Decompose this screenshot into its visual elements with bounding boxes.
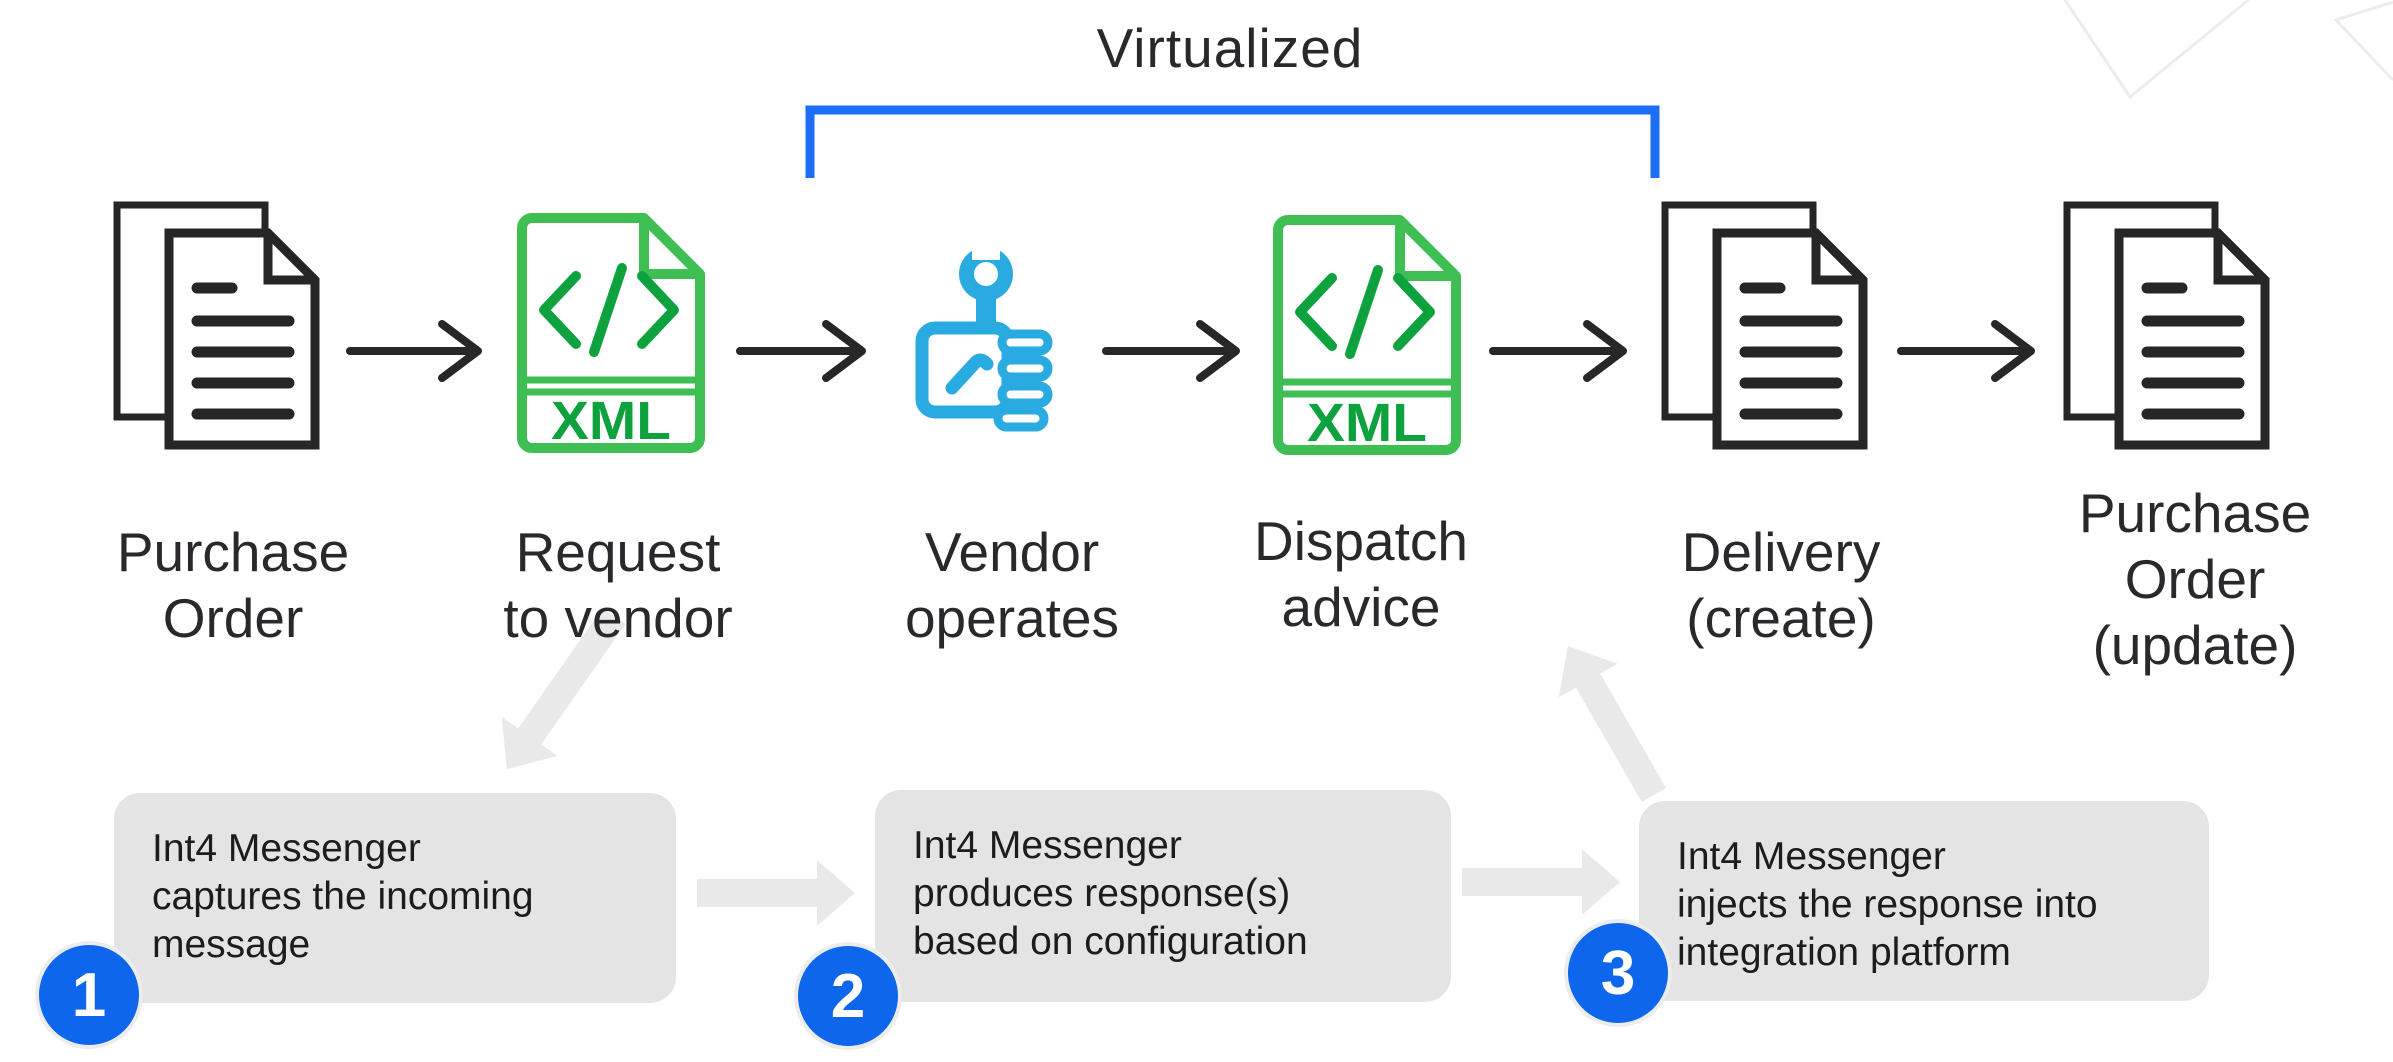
note-box-3: Int4 Messenger injects the response into… xyxy=(1639,801,2209,1001)
step-label-dispatch-advice: Dispatch advice xyxy=(1254,510,1468,638)
note-box-2: Int4 Messenger produces response(s) base… xyxy=(875,790,1451,1002)
step-label-delivery-create: Delivery (create) xyxy=(1681,521,1881,649)
note-box-1: Int4 Messenger captures the incoming mes… xyxy=(114,793,676,1003)
step-number-badge-3: 3 xyxy=(1564,919,1672,1027)
arrow-right-icon xyxy=(1897,320,2035,382)
step-number-badge-2: 2 xyxy=(794,942,902,1050)
documents-icon xyxy=(113,201,320,450)
xml-file-icon: XML xyxy=(517,213,705,453)
documents-icon xyxy=(1661,201,1868,450)
step-number-badge-1: 1 xyxy=(35,941,143,1049)
virtualized-bracket xyxy=(805,105,1660,178)
arrow-right-icon xyxy=(1489,320,1627,382)
xml-badge-text: XML xyxy=(1307,393,1427,453)
virtualized-title: Virtualized xyxy=(1096,17,1364,79)
arrow-up-right-icon xyxy=(1558,646,1667,802)
arrow-right-icon xyxy=(736,320,866,382)
wrench-hand-icon xyxy=(915,238,1053,432)
arrow-right-icon xyxy=(1462,849,1620,915)
step-label-vendor-operates: Vendor operates xyxy=(904,521,1120,649)
gray-connector-arrows xyxy=(501,607,1667,926)
step-label-purchase-order: Purchase Order xyxy=(116,521,350,649)
arrow-right-icon xyxy=(1102,320,1240,382)
arrow-right-icon xyxy=(697,860,855,926)
documents-icon xyxy=(2063,201,2270,450)
corner-watermark-icon xyxy=(2063,0,2393,100)
arrow-right-icon xyxy=(346,320,482,382)
step-label-request-to-vendor: Request to vendor xyxy=(503,521,733,649)
flow-arrows xyxy=(346,320,2035,382)
xml-file-icon: XML xyxy=(1273,215,1461,455)
arrow-down-left-icon xyxy=(501,607,626,770)
xml-badge-text: XML xyxy=(551,391,671,451)
step-label-purchase-order-update: Purchase Order (update) xyxy=(2078,482,2312,676)
